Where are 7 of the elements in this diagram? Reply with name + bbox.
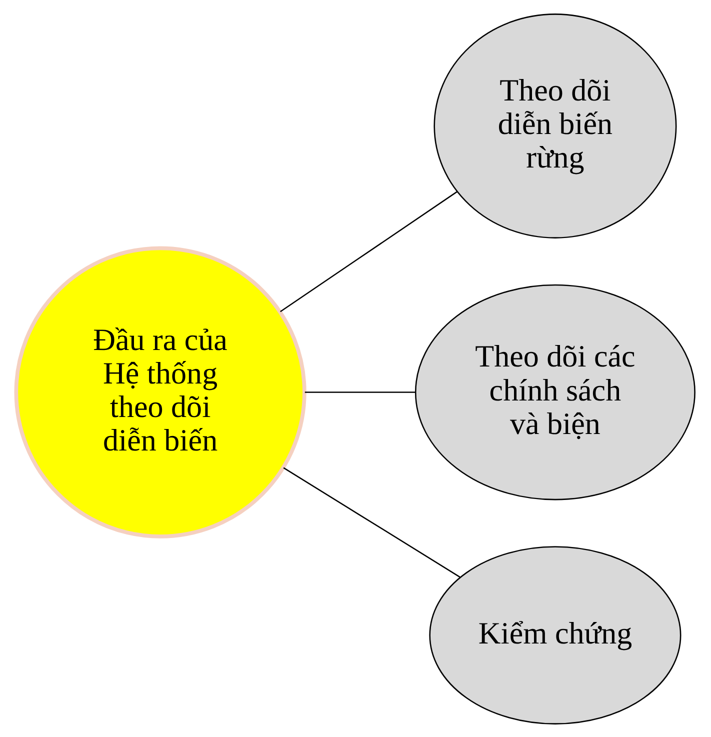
connector bbox=[283, 466, 460, 578]
connector bbox=[280, 190, 458, 312]
node-ellipse: Theo dõi các chính sách và biện bbox=[414, 284, 696, 500]
node-circle: Theo dõi diễn biến rừng bbox=[434, 13, 677, 238]
node-circle: Đầu ra của Hệ thống theo dõi diễn biến bbox=[14, 246, 306, 538]
node-ellipse: Kiểm chứng bbox=[429, 546, 682, 724]
connector bbox=[304, 391, 416, 392]
